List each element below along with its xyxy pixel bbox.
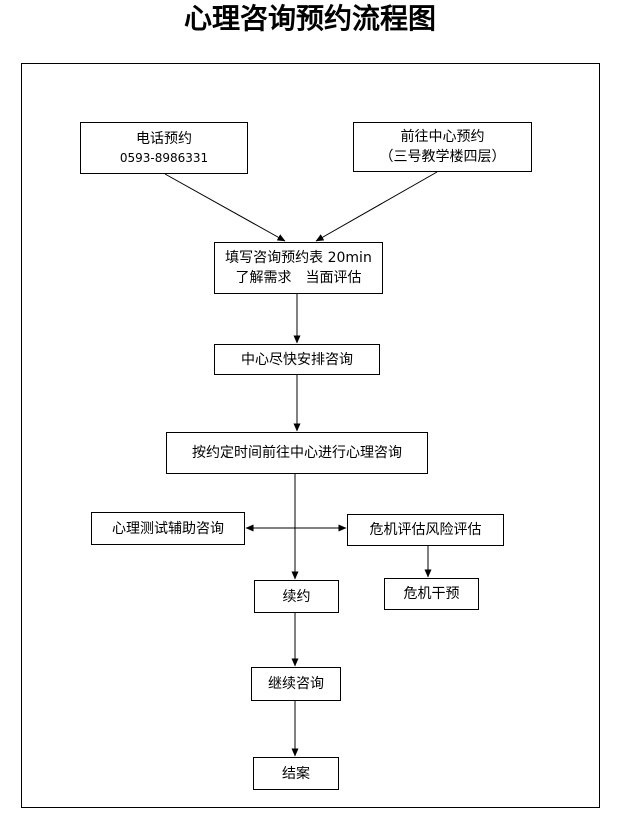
close-case-label: 结案 xyxy=(282,765,310,782)
arrange-label: 中心尽快安排咨询 xyxy=(241,351,353,368)
psych-test-label: 心理测试辅助咨询 xyxy=(112,520,224,537)
node-fill-form: 填写咨询预约表 20min 了解需求 当面评估 xyxy=(214,242,383,294)
fill-form-label: 填写咨询预约表 20min xyxy=(225,250,372,266)
crisis-assessment-label: 危机评估风险评估 xyxy=(369,522,482,538)
node-continue: 继续咨询 xyxy=(251,667,341,701)
visit-booking-label: 前往中心预约 xyxy=(400,129,485,145)
node-phone-booking: 电话预约 0593-8986331 xyxy=(80,122,248,174)
node-crisis-intervention: 危机干预 xyxy=(384,578,479,610)
node-close-case: 结案 xyxy=(253,757,339,790)
node-visit-booking: 前往中心预约 （三号教学楼四层） xyxy=(353,122,532,172)
phone-number: 0593-8986331 xyxy=(119,151,209,165)
renew-label: 续约 xyxy=(282,588,311,605)
visit-location: （三号教学楼四层） xyxy=(379,149,506,165)
continue-label: 继续咨询 xyxy=(268,676,324,692)
page-title: 心理咨询预约流程图 xyxy=(183,2,436,35)
phone-booking-label: 电话预约 xyxy=(136,131,192,147)
crisis-intervention-label: 危机干预 xyxy=(403,586,460,602)
session-label: 按约定时间前往中心进行心理咨询 xyxy=(192,445,402,461)
node-renew: 续约 xyxy=(254,580,339,613)
arrow-phone-to-form xyxy=(164,173,286,242)
node-arrange: 中心尽快安排咨询 xyxy=(214,344,380,375)
node-crisis-assessment: 危机评估风险评估 xyxy=(347,514,504,546)
node-session: 按约定时间前往中心进行心理咨询 xyxy=(166,432,428,474)
node-psych-test: 心理测试辅助咨询 xyxy=(91,512,245,545)
fill-form-detail: 了解需求 当面评估 xyxy=(235,270,362,286)
diagram-frame xyxy=(21,63,600,808)
arrow-visit-to-form xyxy=(315,171,438,242)
